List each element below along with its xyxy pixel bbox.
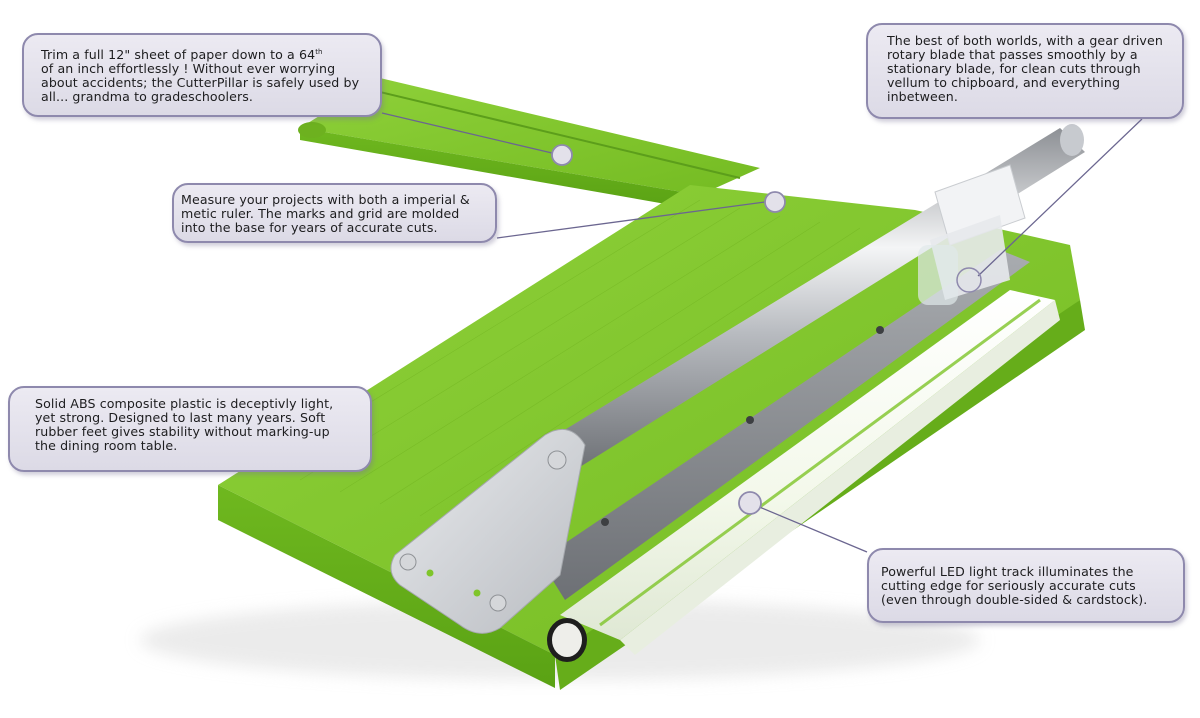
callout-rotary-text: The best of both worlds, with a gear dri… bbox=[887, 33, 1163, 104]
callout-ruler: Measure your projects with both a imperi… bbox=[172, 183, 497, 243]
callout-led-text: Powerful LED light track illuminates the… bbox=[881, 564, 1148, 607]
callout-abs-text: Solid ABS composite plastic is deceptivl… bbox=[35, 396, 334, 453]
callout-trim-superscript: th bbox=[315, 48, 323, 56]
callout-trim-rest: of an inch effortlessly ! Without ever w… bbox=[41, 61, 360, 105]
callout-trim-precision: Trim a full 12" sheet of paper down to a… bbox=[22, 33, 382, 117]
callout-rotary-blade: The best of both worlds, with a gear dri… bbox=[866, 23, 1184, 119]
callout-led-track: Powerful LED light track illuminates the… bbox=[867, 548, 1185, 623]
callout-ruler-text: Measure your projects with both a imperi… bbox=[181, 192, 470, 235]
callout-trim-line1: Trim a full 12" sheet of paper down to a… bbox=[41, 47, 316, 63]
callout-abs-plastic: Solid ABS composite plastic is deceptivl… bbox=[8, 386, 372, 472]
